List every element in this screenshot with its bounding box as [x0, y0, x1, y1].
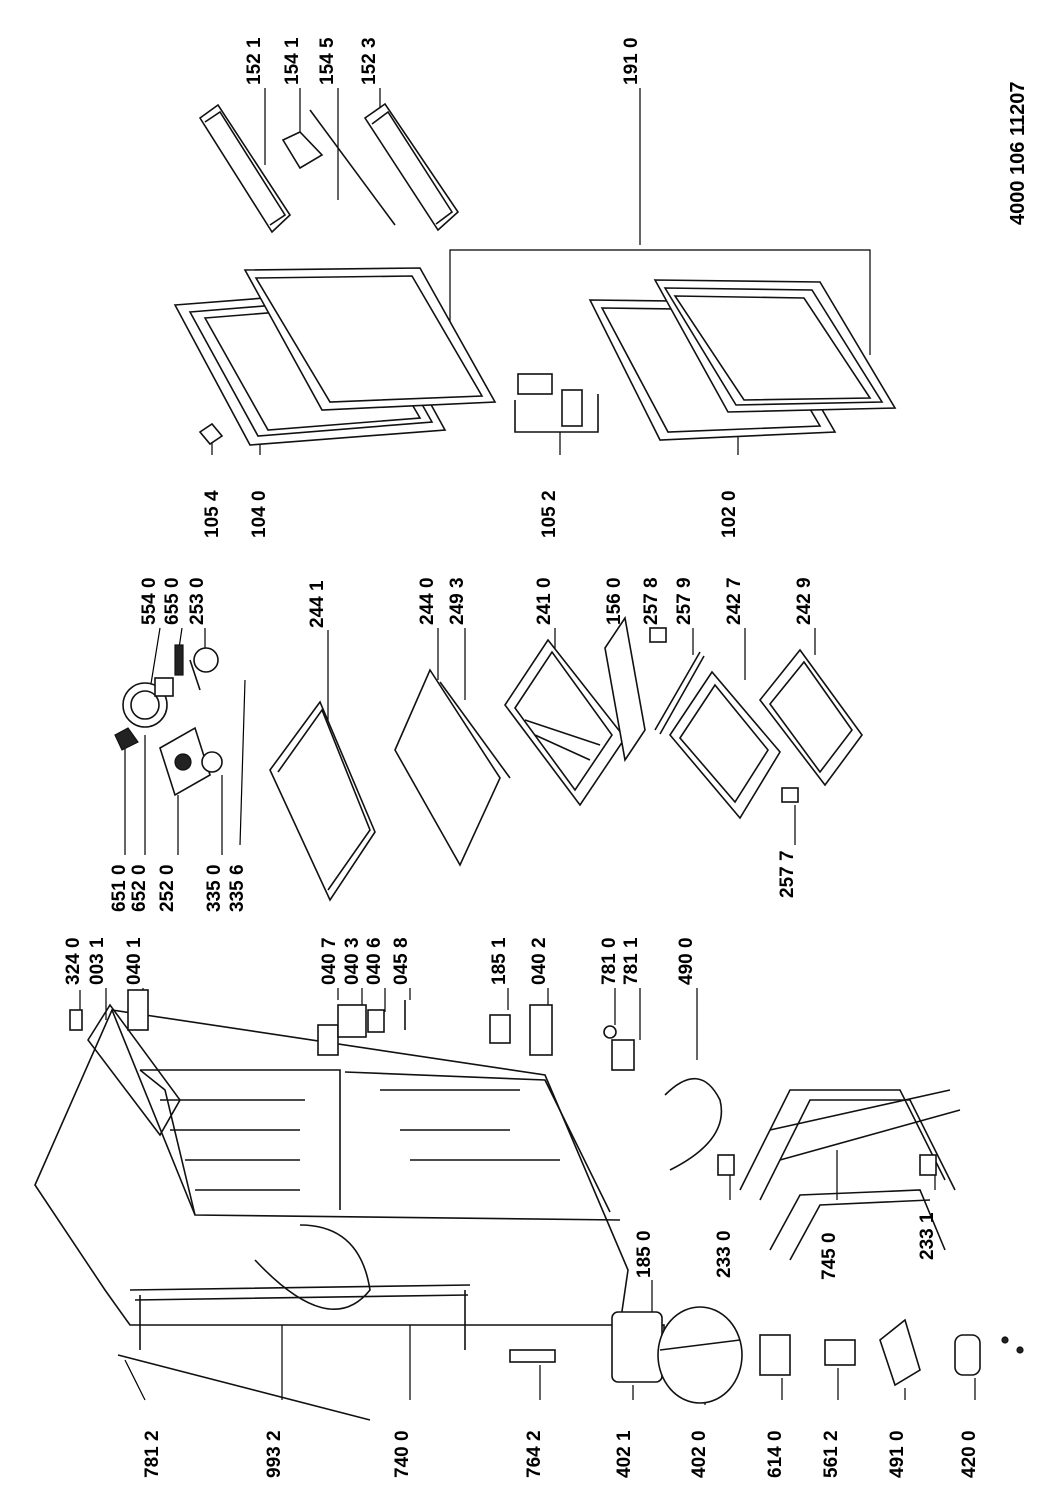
- part-label-p6550: 655 0: [162, 577, 183, 625]
- part-label-p0406: 040 6: [364, 937, 385, 985]
- part-label-p4910: 491 0: [887, 1430, 908, 1478]
- hinge-kit: [514, 373, 599, 433]
- top-hinge: [69, 989, 149, 1031]
- thermostat-group: [114, 644, 223, 797]
- part-label-p1560: 156 0: [604, 577, 625, 625]
- compressor: [657, 1306, 743, 1404]
- part-label-p1040: 104 0: [249, 490, 270, 538]
- fridge-door-gasket: [653, 279, 897, 413]
- part-label-p7400: 740 0: [392, 1430, 413, 1478]
- glass-shelf-upper: [269, 700, 376, 902]
- drawer-clip: [649, 627, 799, 803]
- part-label-p0403: 040 3: [342, 937, 363, 985]
- leader-line-p7812: [124, 1359, 146, 1401]
- bottom-hinge: [489, 1004, 553, 1056]
- part-label-p7810: 781 0: [599, 937, 620, 985]
- door-bin-upper-left: [198, 103, 292, 234]
- misc-small-parts: [603, 1025, 723, 1171]
- part-label-p2427: 242 7: [724, 577, 745, 625]
- part-label-p9932: 993 2: [264, 1430, 285, 1478]
- wire-rack: [739, 1089, 961, 1261]
- condenser: [129, 1284, 471, 1350]
- leader-line-p5540: [149, 627, 161, 691]
- part-label-p2410: 241 0: [534, 577, 555, 625]
- part-label-p2578: 257 8: [641, 577, 662, 625]
- glass-shelf-lower: [394, 668, 511, 867]
- filter-dryer: [509, 1349, 556, 1363]
- freezer-drawer: [504, 638, 626, 807]
- part-label-p0407: 040 7: [319, 937, 340, 985]
- part-label-p0401: 040 1: [124, 937, 145, 985]
- part-label-p1521: 152 1: [244, 37, 265, 85]
- part-label-p1851: 185 1: [489, 937, 510, 985]
- part-label-p2441: 244 1: [307, 580, 328, 628]
- part-label-p2330: 233 0: [714, 1230, 735, 1278]
- part-label-p0402: 040 2: [529, 937, 550, 985]
- bottle-holder: [281, 109, 396, 226]
- crisper-drawer-left: [669, 670, 781, 820]
- part-label-p2440: 244 0: [417, 577, 438, 625]
- drain-tube: [117, 1354, 371, 1421]
- part-label-p2520: 252 0: [157, 864, 178, 912]
- rack-supports: [717, 1154, 937, 1176]
- part-label-p6140: 614 0: [765, 1430, 786, 1478]
- part-label-p2429: 242 9: [794, 577, 815, 625]
- part-label-p2493: 249 3: [447, 577, 468, 625]
- part-label-p1054: 105 4: [202, 490, 223, 538]
- drawer-cover-rail: [654, 651, 705, 735]
- part-label-p2579: 257 9: [674, 577, 695, 625]
- door-bin-upper-right: [363, 102, 460, 232]
- part-label-p1052: 105 2: [539, 490, 560, 538]
- part-label-p4021: 402 1: [614, 1430, 635, 1478]
- part-label-p1523: 152 3: [359, 37, 380, 85]
- part-label-p7642: 764 2: [524, 1430, 545, 1478]
- part-label-p2577: 257 7: [777, 850, 798, 898]
- part-label-p5612: 561 2: [821, 1430, 842, 1478]
- freezer-door-gasket: [243, 267, 497, 411]
- part-label-p1910: 191 0: [621, 37, 642, 85]
- refrigerator-cabinet: [34, 1003, 629, 1326]
- ice-tray: [604, 615, 646, 763]
- middle-hinge: [317, 1000, 406, 1056]
- part-label-p4900: 490 0: [676, 937, 697, 985]
- part-label-p7450: 745 0: [819, 1232, 840, 1280]
- part-label-p6520: 652 0: [129, 864, 150, 912]
- part-label-p7812: 781 2: [142, 1430, 163, 1478]
- part-label-p1545: 154 5: [317, 37, 338, 85]
- part-label-p7811: 781 1: [621, 937, 642, 985]
- part-label-p4020: 402 0: [689, 1430, 710, 1478]
- door-stop: [198, 422, 224, 446]
- part-label-p1541: 154 1: [282, 37, 303, 85]
- crisper-drawer-right: [758, 648, 863, 787]
- part-label-p0458: 045 8: [391, 937, 412, 985]
- part-label-p6510: 651 0: [109, 864, 130, 912]
- part-label-p0031: 003 1: [87, 937, 108, 985]
- document-number: 4000 106 11207: [1007, 81, 1029, 226]
- part-label-p4200: 420 0: [959, 1430, 980, 1478]
- part-label-p2530: 253 0: [187, 577, 208, 625]
- part-label-p3350: 335 0: [204, 864, 225, 912]
- leader-line-p3356: [239, 679, 246, 846]
- part-label-p1850: 185 0: [634, 1230, 655, 1278]
- part-label-p1020: 102 0: [719, 490, 740, 538]
- part-label-p5540: 554 0: [139, 577, 160, 625]
- compressor-cover: [611, 1311, 663, 1383]
- leader-bracket-191: [449, 249, 871, 355]
- part-label-p3240: 324 0: [63, 937, 84, 985]
- part-label-p3356: 335 6: [227, 864, 248, 912]
- part-label-p2331: 233 1: [917, 1212, 938, 1260]
- relay-group: [759, 1318, 1024, 1387]
